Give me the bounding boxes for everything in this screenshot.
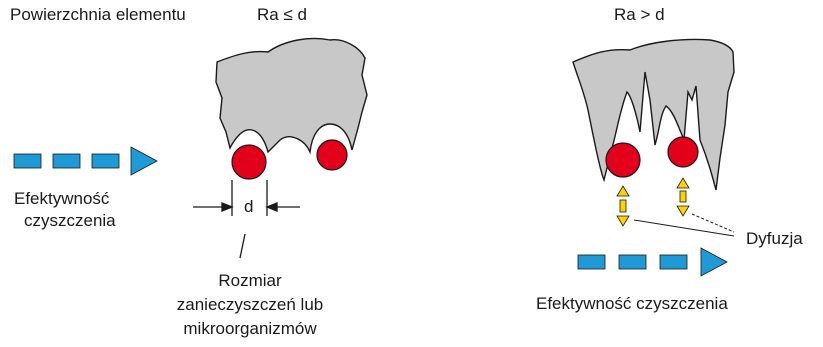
right-particle-2 <box>668 137 698 167</box>
size-label-line2: zanieczyszczeń lub <box>160 294 340 316</box>
right-particle-1 <box>606 143 640 177</box>
right-surface-profile <box>573 39 734 190</box>
size-label-line1: Rozmiar <box>170 270 330 292</box>
left-condition-label: Ra ≤ d <box>257 4 307 26</box>
diffusion-pointer-lines <box>634 214 734 236</box>
right-condition-label: Ra > d <box>614 4 665 26</box>
d-label: d <box>244 196 253 218</box>
left-flow-arrow-icon <box>14 147 157 175</box>
right-efficiency-label: Efektywność czyszczenia <box>536 293 728 315</box>
surface-label: Powierzchnia elementu <box>10 4 186 26</box>
left-particle-2 <box>317 140 347 170</box>
diffusion-arrow-icon-2 <box>677 178 689 216</box>
diffusion-label: Dyfuzja <box>746 228 803 250</box>
diffusion-arrow-icon-1 <box>617 186 629 226</box>
size-label-line3: mikroorganizmów <box>160 318 340 340</box>
d-dimension <box>193 180 300 258</box>
right-flow-arrow-icon <box>578 248 727 276</box>
left-surface-profile <box>216 39 367 153</box>
left-efficiency-line2: czyszczenia <box>24 210 116 232</box>
left-efficiency-line1: Efektywność <box>14 188 109 210</box>
left-particle-1 <box>232 145 266 179</box>
